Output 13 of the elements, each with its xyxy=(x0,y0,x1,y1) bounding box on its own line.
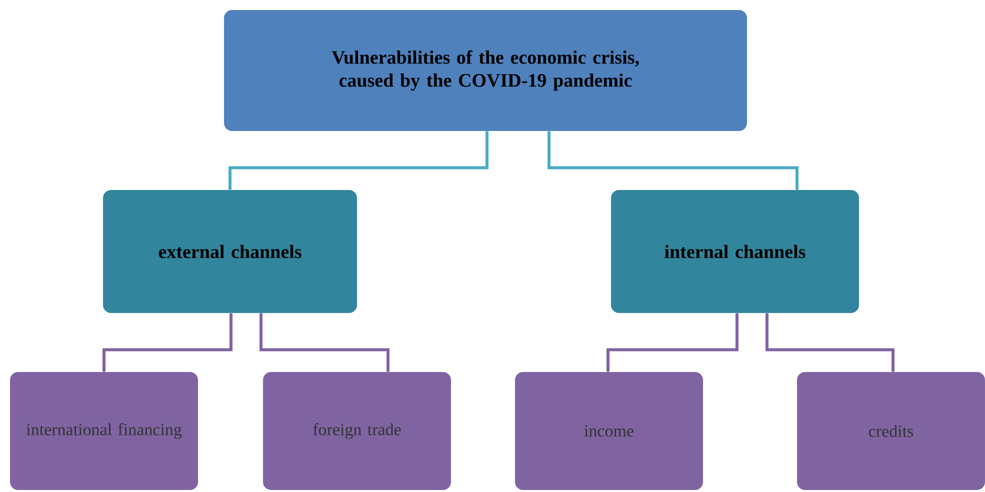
category-box: internal channels xyxy=(611,190,859,313)
connector-line xyxy=(548,131,798,190)
connector-line xyxy=(766,313,894,372)
item-box: international financing xyxy=(10,372,198,490)
item-box: income xyxy=(515,372,703,490)
item-box: foreign trade xyxy=(263,372,451,490)
connector-line xyxy=(606,313,738,372)
item-box: credits xyxy=(797,372,985,490)
category-box: external channels xyxy=(103,190,357,313)
connector-line xyxy=(102,313,232,372)
connector-line xyxy=(260,313,390,372)
connector-line xyxy=(228,131,488,190)
title-box: Vulnerabilities of the economic crisis, caused by the COVID-19 pandemic xyxy=(224,10,747,131)
